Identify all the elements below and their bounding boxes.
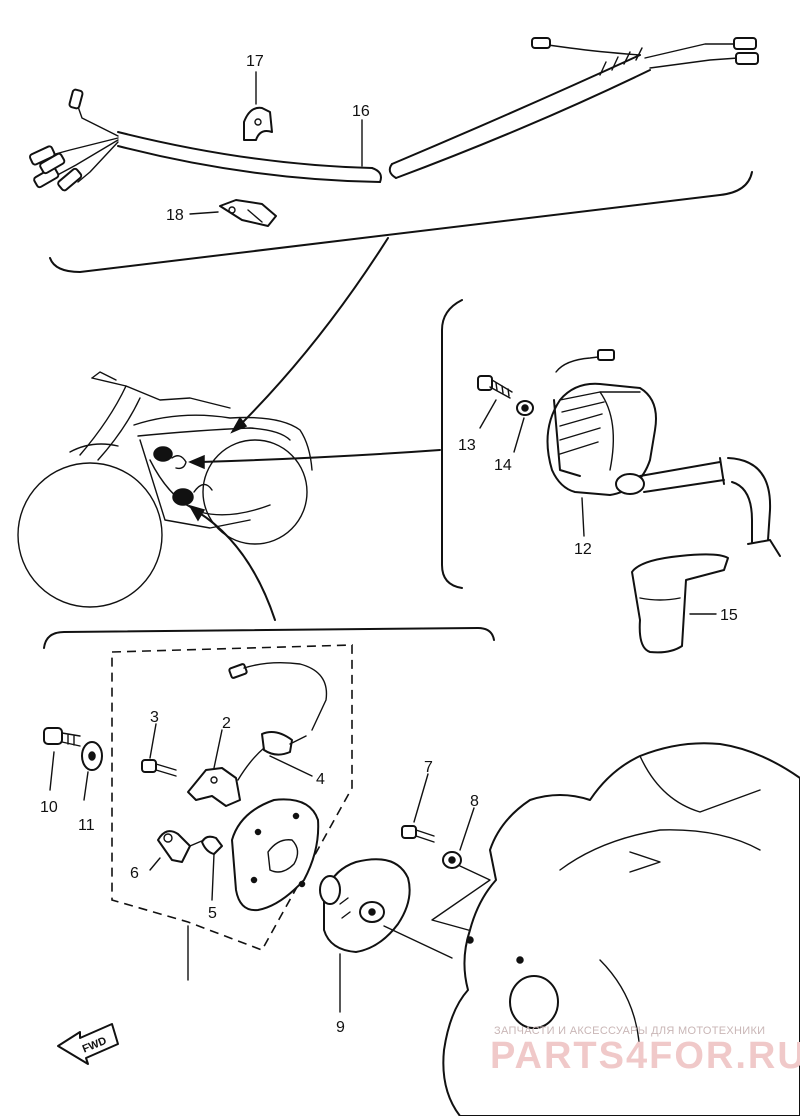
section-bracket-bottom bbox=[43, 627, 495, 649]
clamp-17 bbox=[243, 106, 273, 141]
section-bracket-right bbox=[441, 299, 463, 589]
flywheel-9 bbox=[319, 858, 411, 1013]
callout-15: 15 bbox=[720, 607, 738, 624]
ignition-location-marker bbox=[172, 488, 194, 506]
rear-wheel bbox=[202, 439, 308, 545]
wire-harness-section bbox=[28, 37, 759, 273]
lead-6 bbox=[149, 830, 205, 871]
callout-17: 17 bbox=[246, 53, 264, 70]
callout-18: 18 bbox=[166, 207, 184, 224]
bolt-13 bbox=[477, 375, 513, 399]
callout-labels: 2 3 4 5 6 7 8 9 10 11 12 13 14 15 16 17 … bbox=[40, 53, 738, 1036]
section-bracket-top bbox=[49, 171, 753, 273]
plug-cap-15 bbox=[631, 553, 729, 654]
callout-10: 10 bbox=[40, 799, 58, 816]
fwd-arrow: FWD bbox=[57, 1023, 119, 1065]
callout-3: 3 bbox=[150, 709, 159, 726]
callout-12: 12 bbox=[574, 541, 592, 558]
leader-arrows bbox=[188, 237, 441, 621]
harness-left-connectors bbox=[28, 88, 119, 192]
callout-6: 6 bbox=[130, 865, 139, 882]
stator-assembly-outline bbox=[111, 644, 353, 951]
callout-11: 11 bbox=[78, 817, 95, 834]
condenser-5 bbox=[201, 835, 223, 901]
lead-wire-4 bbox=[228, 661, 328, 781]
watermark-brand: PARTS4FOR.RU bbox=[490, 1035, 800, 1077]
callout-13: 13 bbox=[458, 437, 476, 454]
bolt-10 bbox=[43, 727, 81, 747]
cdi-location-marker bbox=[153, 446, 173, 462]
ignition-coil-12 bbox=[546, 349, 781, 654]
watermark: ЗАПЧАСТИ И АКСЕССУАРЫ ДЛЯ МОТОТЕХНИКИ PA… bbox=[490, 1025, 800, 1077]
callout-14: 14 bbox=[494, 457, 512, 474]
contact-breaker-2 bbox=[187, 729, 241, 807]
crankcase bbox=[442, 742, 800, 1116]
watermark-caption: ЗАПЧАСТИ И АКСЕССУАРЫ ДЛЯ МОТОТЕХНИКИ bbox=[494, 1025, 765, 1037]
callout-7: 7 bbox=[424, 759, 433, 776]
callout-2: 2 bbox=[222, 715, 231, 732]
screw-3 bbox=[141, 759, 177, 777]
harness-tube bbox=[117, 131, 381, 183]
ignition-coil-section bbox=[441, 299, 781, 654]
stator-plate bbox=[231, 798, 320, 912]
callout-5: 5 bbox=[208, 905, 217, 922]
clamp-18 bbox=[219, 199, 277, 227]
screw-7 bbox=[401, 825, 435, 843]
callout-8: 8 bbox=[470, 793, 479, 810]
magneto-section: FWD bbox=[43, 627, 800, 1116]
harness-right-connectors bbox=[531, 37, 759, 69]
callout-4: 4 bbox=[316, 771, 325, 788]
front-wheel bbox=[17, 462, 163, 608]
callout-16: 16 bbox=[352, 103, 370, 120]
callout-9: 9 bbox=[336, 1019, 345, 1036]
motorcycle-silhouette bbox=[17, 371, 313, 608]
